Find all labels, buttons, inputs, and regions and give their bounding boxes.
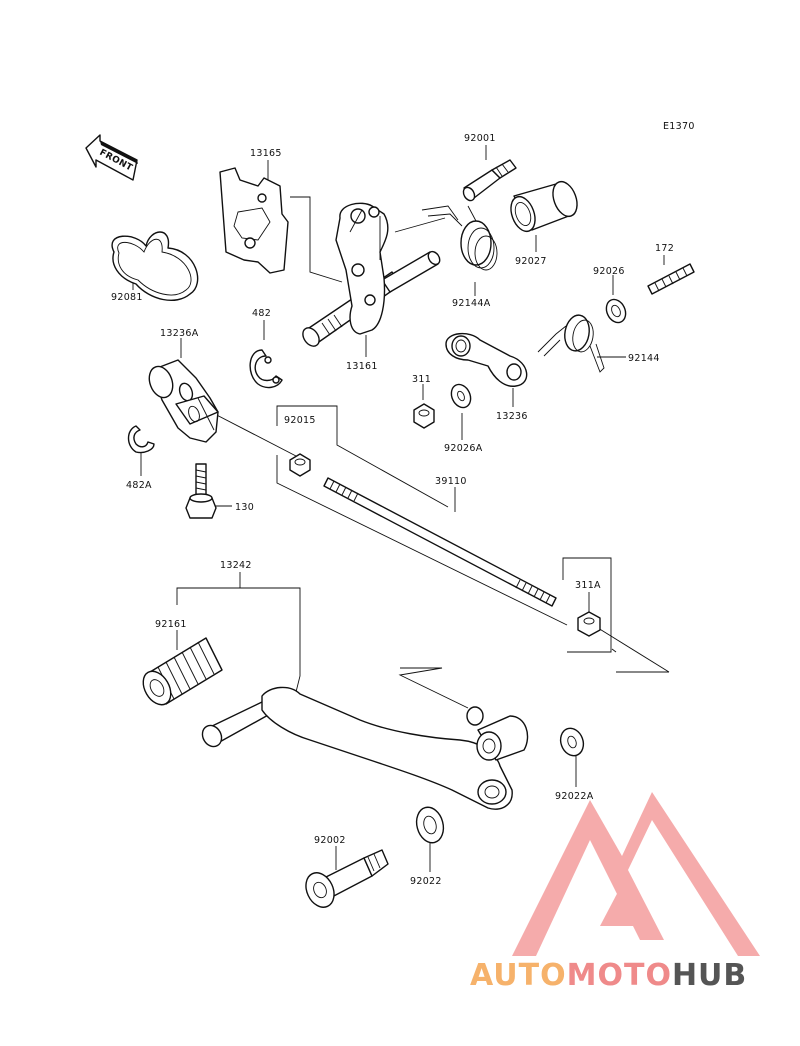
part-13242-shift-lever [201,686,529,810]
part-13236a-clamp [148,359,219,443]
label-311: 311 [412,374,431,385]
label-13236a: 13236A [160,328,199,339]
watermark-hub: HUB [671,958,748,993]
label-92027: 92027 [515,256,547,267]
label-92144: 92144 [628,353,660,364]
label-39110: 39110 [435,476,467,487]
part-92022a-washer [559,727,585,757]
label-92161: 92161 [155,619,187,630]
part-311a-nut [577,611,601,637]
part-172-pin [647,263,695,295]
part-92161-rubber [142,637,223,706]
part-92027-collar [510,180,578,233]
label-92026: 92026 [593,266,625,277]
label-13242: 13242 [220,560,252,571]
part-92002-bolt [305,849,389,908]
part-130-bolt [185,463,217,519]
label-92022: 92022 [410,876,442,887]
part-311-nut [413,403,435,429]
part-39110-rod [323,477,557,607]
part-92001-bolt [462,159,517,202]
part-92015-nut [289,453,311,477]
part-92022-washer [415,806,445,844]
label-482a: 482A [126,480,152,491]
watermark-moto: MOTO [566,958,672,993]
label-92022a: 92022A [555,791,594,802]
leader-lines [132,145,670,872]
label-130: 130 [235,502,254,513]
part-92026a-washer [450,383,472,409]
label-311a: 311A [575,580,601,591]
part-92026-washer [605,298,627,324]
label-13161: 13161 [346,361,378,372]
label-92081: 92081 [111,292,143,303]
label-92001: 92001 [464,133,496,144]
diagram-code: E1370 [663,121,695,132]
part-482-circlip [249,349,283,389]
watermark-logo-icon [512,792,760,956]
label-482: 482 [252,308,271,319]
part-92144a-spring [421,205,498,271]
part-13236-link [445,333,528,387]
part-13161-shift-shaft [302,202,441,347]
label-13165: 13165 [250,148,282,159]
label-13236: 13236 [496,411,528,422]
label-92026a: 92026A [444,443,483,454]
part-92081-o-ring [111,231,199,301]
part-13165-plate [219,167,289,274]
part-92144-spring [537,314,605,373]
part-labels: 13165 92001 92081 92027 172 92026 92144A… [111,133,674,887]
label-92002: 92002 [314,835,346,846]
label-92015: 92015 [284,415,316,426]
front-arrow-icon: FRONT [85,134,138,181]
part-482a-circlip [127,425,155,454]
watermark-text: AUTOMOTOHUB [470,958,792,1006]
label-92144a: 92144A [452,298,491,309]
label-172: 172 [655,243,674,254]
watermark-auto: AUTO [470,958,567,993]
